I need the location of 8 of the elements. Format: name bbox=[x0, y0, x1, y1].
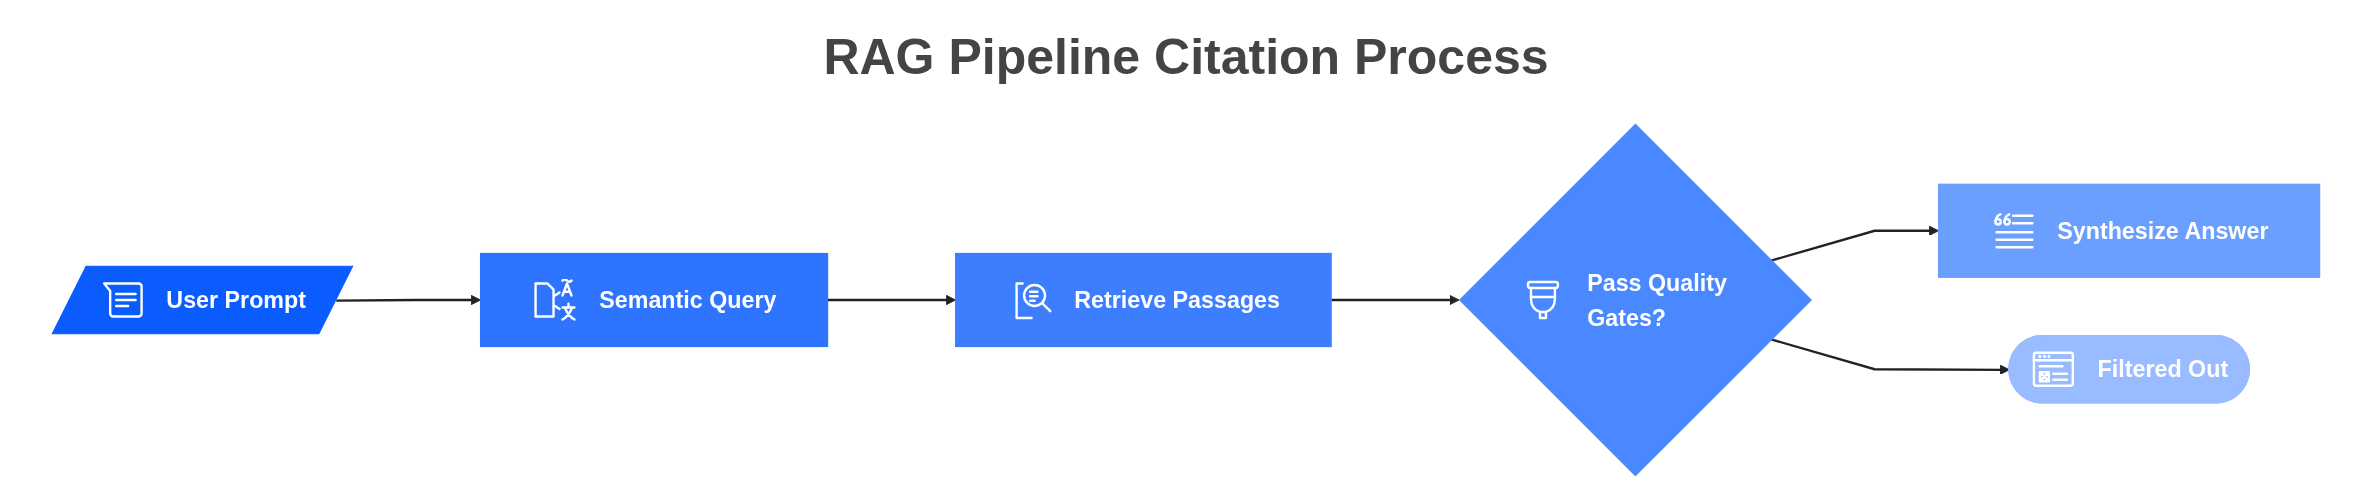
diagram-title: RAG Pipeline Citation Process bbox=[823, 29, 1549, 85]
node-diamond: Pass Quality Gates? bbox=[1458, 123, 1812, 477]
arrow bbox=[1770, 225, 1939, 262]
arrow bbox=[336, 294, 481, 306]
node-box: Synthesize Answer bbox=[1937, 183, 2321, 278]
arrow bbox=[1331, 294, 1460, 306]
node-box: Semantic Query bbox=[479, 252, 829, 348]
node-box: Retrieve Passages bbox=[955, 252, 1332, 348]
